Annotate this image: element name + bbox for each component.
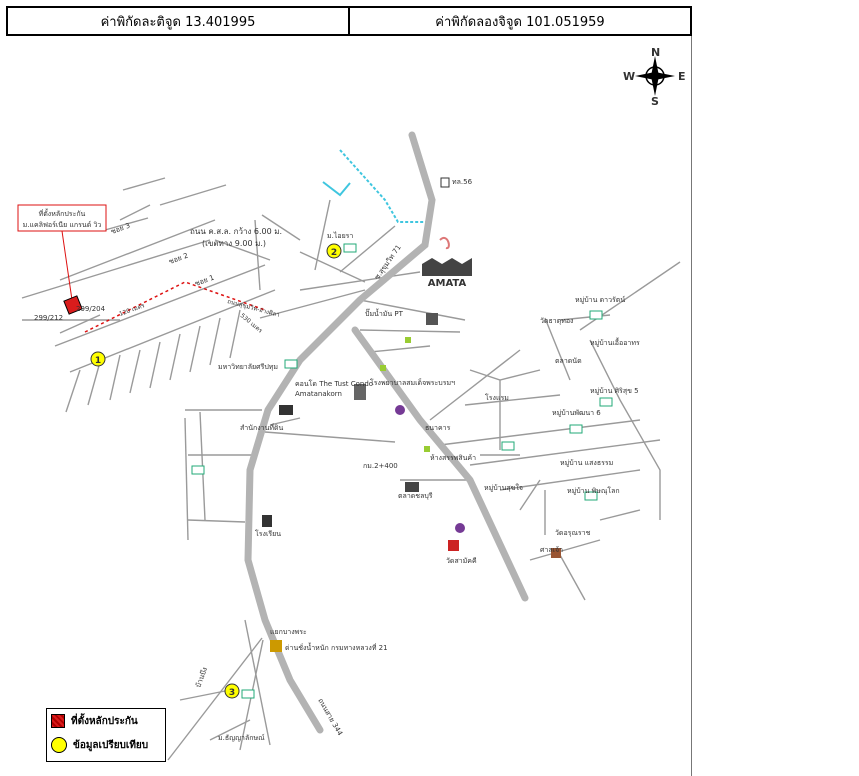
subject-label-line2: ม.แคลิฟอร์เนีย แกรนด์ วิว bbox=[23, 221, 102, 229]
svg-text:ม.ไอยรา: ม.ไอยรา bbox=[327, 231, 353, 240]
compass-e: E bbox=[678, 70, 686, 83]
minor-roads bbox=[21, 177, 681, 761]
subject-label: ที่ตั้งหลักประกัน ม.แคลิฟอร์เนีย แกรนด์ … bbox=[17, 204, 107, 301]
comparable-marker-3[interactable]: 3 bbox=[224, 683, 240, 699]
amata-logo: AMATA bbox=[422, 237, 472, 289]
svg-text:กม.2+400: กม.2+400 bbox=[363, 462, 398, 470]
svg-text:บ้านบึง: บ้านบึง bbox=[193, 666, 209, 689]
svg-text:530 เมตร: 530 เมตร bbox=[239, 312, 264, 335]
legend-subject: ที่ตั้งหลักประกัน bbox=[47, 709, 165, 733]
svg-text:ตลาดชลบุรี: ตลาดชลบุรี bbox=[398, 492, 433, 500]
svg-text:ซอย 2: ซอย 2 bbox=[168, 252, 189, 266]
svg-text:1: 1 bbox=[95, 356, 101, 366]
road-note-line2: (เขตทาง 9.00 ม.) bbox=[202, 239, 266, 248]
svg-text:โรงพยาบาลสมเด็จพระบรมฯ: โรงพยาบาลสมเด็จพระบรมฯ bbox=[370, 378, 455, 387]
legend-comparable-label: ข้อมูลเปรียบเทียบ bbox=[73, 739, 149, 751]
map-labels: ซอย 3 ซอย 2 ซอย 1 120 เมตร 530 เมตร ถนนส… bbox=[110, 178, 640, 742]
svg-text:ห้างสรรพสินค้า: ห้างสรรพสินค้า bbox=[430, 454, 476, 462]
svg-text:คอนโด The Tust Condo: คอนโด The Tust Condo bbox=[295, 379, 373, 388]
svg-text:ด่านชั่งน้ำหนัก กรมทางหลวงที่: ด่านชั่งน้ำหนัก กรมทางหลวงที่ 21 bbox=[285, 641, 388, 652]
svg-text:วัดสามัคคี: วัดสามัคคี bbox=[446, 557, 477, 565]
lot-a-label: 299/204 bbox=[76, 305, 106, 313]
svg-text:หมู่บ้าน พิษณุโลก: หมู่บ้าน พิษณุโลก bbox=[567, 486, 620, 495]
svg-text:ม.ธัญญาลักษณ์: ม.ธัญญาลักษณ์ bbox=[218, 734, 265, 742]
legend-comparable: ข้อมูลเปรียบเทียบ bbox=[47, 733, 165, 757]
coordinate-header: ค่าพิกัดละติจูด 13.401995 ค่าพิกัดลองจิจ… bbox=[6, 6, 692, 36]
subject-marker[interactable] bbox=[63, 295, 83, 315]
longitude-cell: ค่าพิกัดลองจิจูด 101.051959 bbox=[348, 8, 690, 34]
svg-text:หมู่บ้าน ศิริสุข 5: หมู่บ้าน ศิริสุข 5 bbox=[590, 387, 639, 395]
svg-text:หมู่บ้าน ดาวรัตน์: หมู่บ้าน ดาวรัตน์ bbox=[575, 296, 625, 304]
svg-text:หมู่บ้าน แสงธรรม: หมู่บ้าน แสงธรรม bbox=[560, 459, 613, 467]
svg-text:โรงเรียน: โรงเรียน bbox=[255, 529, 281, 538]
compass-n: N bbox=[651, 46, 660, 59]
svg-text:ซอย 3: ซอย 3 bbox=[110, 222, 131, 236]
svg-text:สำนักงานที่ดิน: สำนักงานที่ดิน bbox=[240, 423, 284, 432]
map-frame bbox=[6, 36, 692, 776]
legend-subject-label: ที่ตั้งหลักประกัน bbox=[71, 715, 138, 727]
compass-s: S bbox=[651, 95, 659, 108]
compass-rose-icon: N S E W bbox=[623, 46, 686, 108]
svg-text:ตลาดนัด: ตลาดนัด bbox=[555, 357, 582, 365]
svg-text:ทล.56: ทล.56 bbox=[452, 178, 473, 186]
svg-text:หมู่บ้านพัฒนา 6: หมู่บ้านพัฒนา 6 bbox=[552, 409, 601, 417]
main-highways bbox=[244, 131, 529, 734]
svg-text:มหาวิทยาลัยศรีปทุม: มหาวิทยาลัยศรีปทุม bbox=[218, 363, 278, 371]
map-legend: ที่ตั้งหลักประกัน ข้อมูลเปรียบเทียบ bbox=[46, 708, 166, 762]
svg-text:วัดอรุณราช: วัดอรุณราช bbox=[555, 529, 591, 537]
building-icons bbox=[262, 177, 561, 652]
svg-text:หมู่บ้านเอื้ออาทร: หมู่บ้านเอื้ออาทร bbox=[590, 336, 640, 347]
house-icons bbox=[191, 243, 613, 699]
svg-text:ถนนสุขุมวิท-อ่างศิลา: ถนนสุขุมวิท-อ่างศิลา bbox=[226, 298, 280, 319]
road-note-line1: ถนน ค.ส.ล. กว้าง 6.00 ม. bbox=[190, 227, 282, 236]
svg-text:AMATA: AMATA bbox=[428, 278, 467, 289]
comparable-swatch-icon bbox=[51, 737, 67, 753]
canal bbox=[322, 149, 430, 223]
svg-text:วัดธาตุทอง: วัดธาตุทอง bbox=[540, 317, 573, 325]
svg-text:ศาลเจ้า: ศาลเจ้า bbox=[540, 546, 563, 554]
svg-text:ธนาคาร: ธนาคาร bbox=[425, 424, 451, 432]
svg-text:โรงแรม: โรงแรม bbox=[485, 393, 509, 402]
compass-w: W bbox=[623, 70, 635, 83]
subject-label-line1: ที่ตั้งหลักประกัน bbox=[39, 207, 86, 218]
subject-swatch-icon bbox=[51, 714, 65, 728]
lot-b-label: 299/212 bbox=[34, 314, 63, 322]
svg-text:ปั๊มน้ำมัน PT: ปั๊มน้ำมัน PT bbox=[365, 307, 404, 318]
svg-text:หมู่บ้านสุขใจ: หมู่บ้านสุขใจ bbox=[484, 483, 523, 492]
svg-text:แยกบางพระ: แยกบางพระ bbox=[270, 628, 307, 636]
comparable-marker-2[interactable]: 2 bbox=[326, 243, 342, 259]
latitude-cell: ค่าพิกัดละติจูด 13.401995 bbox=[100, 14, 256, 30]
comparable-marker-1[interactable]: 1 bbox=[90, 351, 106, 367]
svg-text:3: 3 bbox=[229, 688, 235, 698]
route-to-subject bbox=[84, 281, 266, 333]
svg-text:2: 2 bbox=[331, 248, 337, 258]
svg-text:Amatanakorn: Amatanakorn bbox=[295, 390, 342, 398]
